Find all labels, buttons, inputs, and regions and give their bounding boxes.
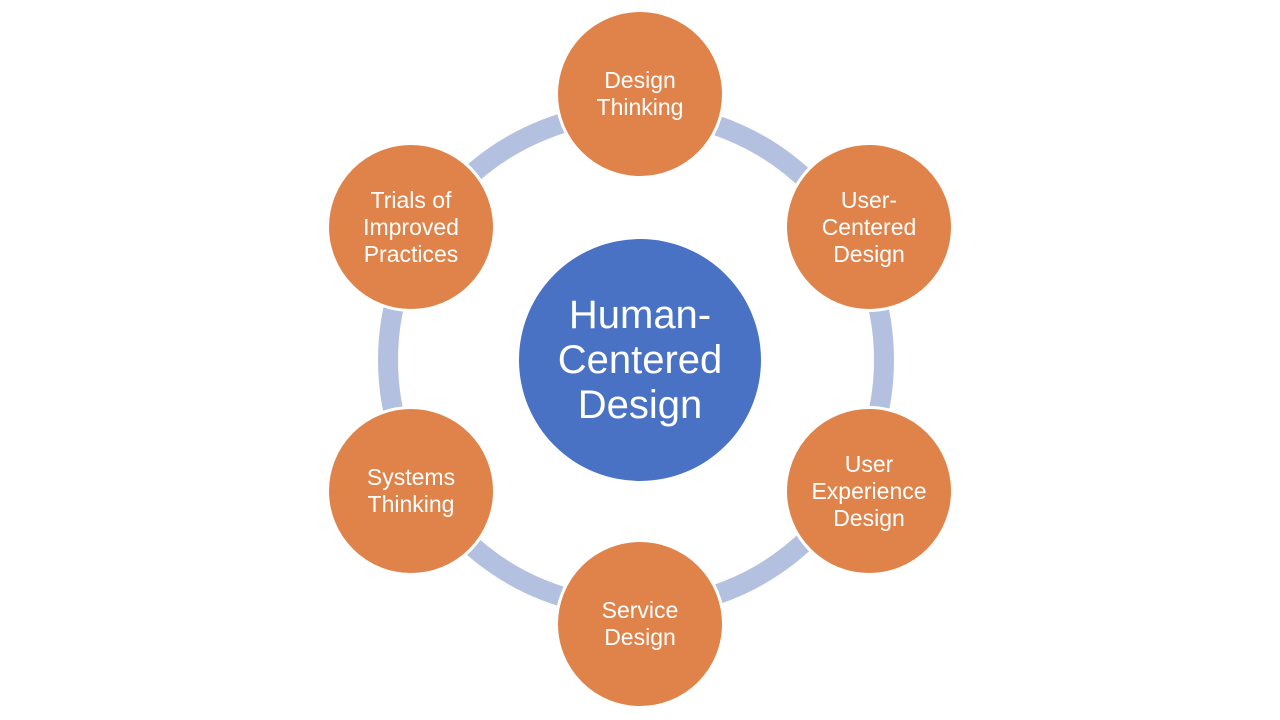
center-node-label: Human- Centered Design — [557, 292, 723, 427]
node-trials-of-improved-practices: Trials of Improved Practices — [326, 142, 496, 312]
node-label: Trials of Improved Practices — [363, 186, 459, 267]
node-user-experience-design: User Experience Design — [784, 406, 954, 576]
node-systems-thinking: Systems Thinking — [326, 406, 496, 576]
center-node-human-centered-design: Human- Centered Design — [519, 239, 761, 481]
node-label: Service Design — [601, 597, 679, 650]
node-label: User Experience Design — [811, 450, 927, 531]
node-service-design: Service Design — [555, 539, 725, 709]
node-design-thinking: Design Thinking — [555, 9, 725, 179]
node-label: Design Thinking — [596, 67, 684, 120]
node-user-centered-design: User- Centered Design — [784, 142, 954, 312]
node-label: Systems Thinking — [366, 464, 456, 517]
node-label: User- Centered Design — [821, 186, 917, 267]
